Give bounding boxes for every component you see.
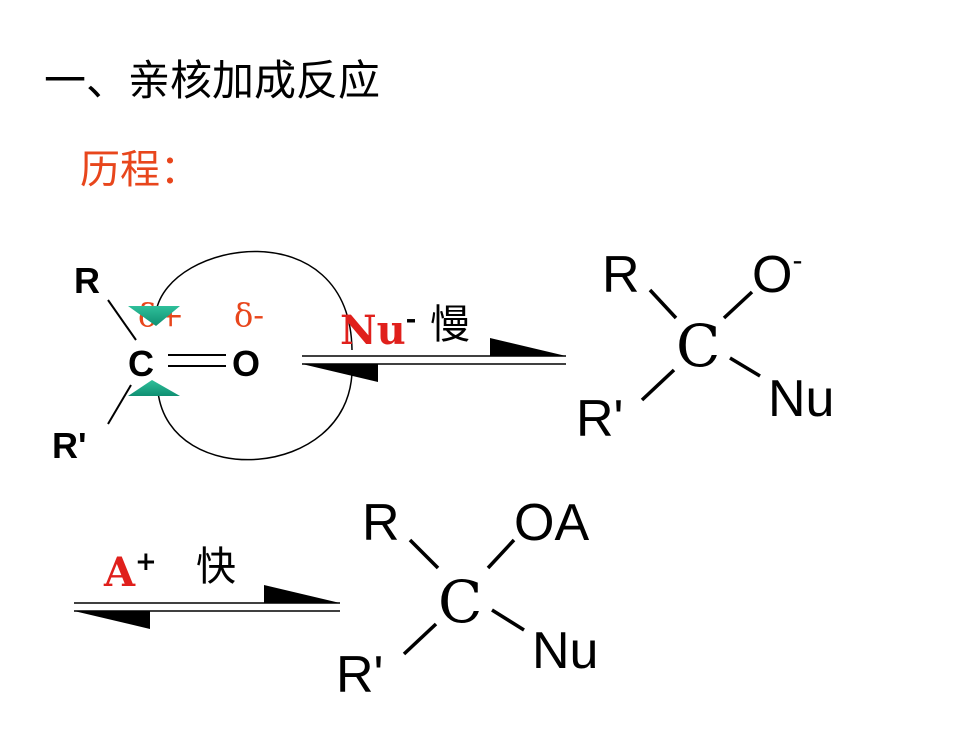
prod-bond-r-top (408, 538, 440, 570)
forward-arrowhead-2-icon (264, 585, 340, 603)
step1-reagent-symbol: Nu (340, 307, 406, 354)
prod-bond-oa (486, 538, 516, 570)
forward-arrowhead-icon (490, 338, 566, 356)
step1-equilibrium: Nu- 慢 (302, 302, 566, 382)
int-bond-nu (729, 356, 761, 378)
intermediate-alkoxide: R O- C R' Nu (576, 244, 834, 448)
product-r-top: R (362, 494, 400, 552)
prod-bond-r-bottom (402, 622, 438, 656)
intermediate-r-bottom: R' (576, 390, 623, 448)
intermediate-oxygen-charge: - (792, 244, 802, 277)
int-bond-r-top (648, 288, 678, 320)
delta-minus-label: δ- (234, 296, 264, 334)
reverse-arrowhead-icon (302, 364, 378, 382)
step2-reagent-symbol: A (103, 549, 136, 596)
step2-equilibrium: A+ 快 (74, 544, 340, 629)
curved-arrow-top (155, 250, 353, 351)
int-bond-r-bottom (640, 368, 676, 402)
intermediate-oxygen: O- (752, 244, 802, 304)
int-bond-oxygen (722, 290, 754, 320)
step2-rate-label: 快 (196, 544, 236, 590)
reactant-carbon: C (128, 343, 154, 384)
intermediate-r-top: R (602, 246, 640, 304)
step1-reagent-charge: - (406, 305, 417, 335)
reactant-r-bottom: R' (52, 425, 87, 466)
step1-reagent: Nu- (340, 305, 416, 354)
product-oa: OA (514, 494, 589, 552)
mechanism-subtitle: 历程： (80, 147, 200, 193)
bond-carbon-r-bottom (107, 384, 132, 425)
product-adduct: R OA C R' Nu (336, 494, 598, 704)
reactant-r-top: R (74, 260, 100, 301)
step2-reagent: A+ (103, 547, 157, 596)
curved-arrow-bottom (157, 371, 353, 461)
intermediate-oxygen-symbol: O (752, 246, 792, 304)
reverse-arrowhead-2-icon (74, 611, 150, 629)
product-carbon: C (438, 568, 482, 636)
arrowhead-top-icon (128, 306, 180, 326)
intermediate-carbon: C (676, 312, 720, 380)
step1-rate-label: 慢 (430, 302, 470, 348)
reactant-carbonyl: R C O R' δ+ δ- (52, 250, 353, 466)
section-title: 一、亲核加成反应 (44, 56, 381, 105)
step2-reagent-charge: + (135, 547, 157, 577)
product-r-bottom: R' (336, 646, 383, 704)
prod-bond-nu (491, 608, 525, 632)
product-nu: Nu (532, 622, 598, 680)
intermediate-nu: Nu (768, 370, 834, 428)
arrowhead-bottom-icon (128, 380, 180, 396)
reactant-oxygen: O (232, 343, 260, 384)
bond-r-top-carbon (107, 299, 137, 341)
